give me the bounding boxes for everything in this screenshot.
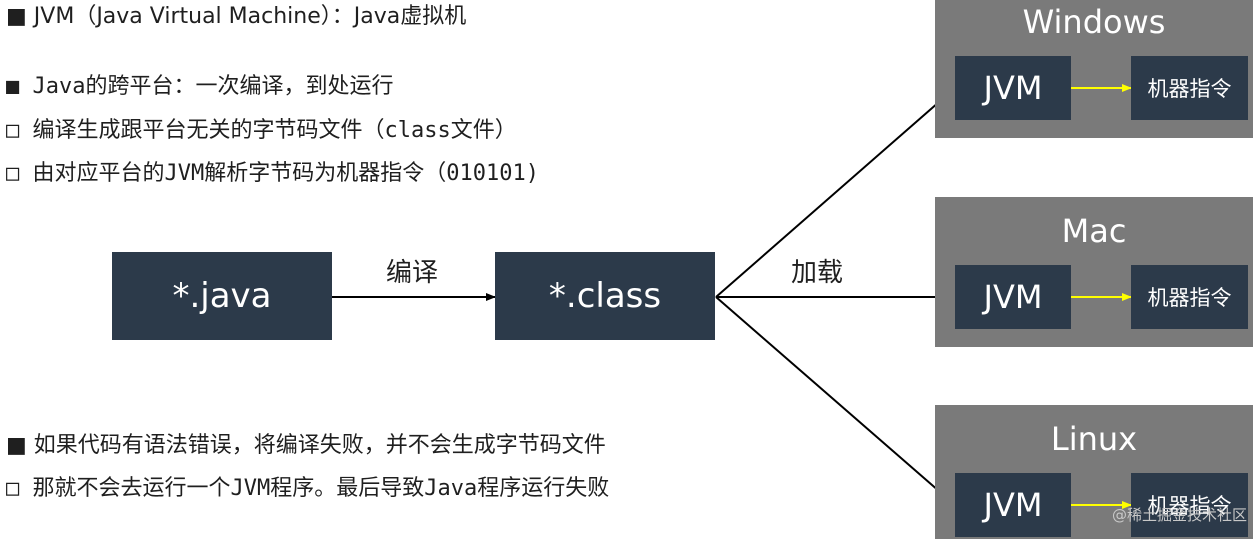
note-class-file: □ 编译生成跟平台无关的字节码文件（class文件） bbox=[6, 117, 517, 145]
square-outline-icon: □ bbox=[6, 118, 20, 143]
platform-linux: Linux JVM 机器指令 bbox=[935, 405, 1253, 539]
square-filled-icon: ■ bbox=[6, 74, 20, 99]
platform-name: Mac bbox=[1061, 212, 1127, 250]
watermark: @稀土掘金技术社区 bbox=[1111, 506, 1247, 524]
note-text: JVM（Java Virtual Machine）：Java虚拟机 bbox=[33, 4, 467, 29]
jvm-to-instruction-arrow bbox=[1071, 293, 1132, 301]
load-arrow-windows bbox=[715, 87, 956, 298]
load-label: 加载 bbox=[791, 258, 844, 288]
class-file-box: *.class bbox=[495, 252, 715, 340]
jvm-box: JVM bbox=[955, 56, 1071, 120]
square-filled-icon: ■ bbox=[6, 433, 27, 458]
note-jvm-definition: ■ JVM（Java Virtual Machine）：Java虚拟机 bbox=[6, 3, 466, 31]
platform-name: Windows bbox=[1022, 3, 1166, 41]
note-syntax-error: ■ 如果代码有语法错误，将编译失败，并不会生成字节码文件 bbox=[6, 432, 606, 460]
note-text: 那就不会去运行一个JVM程序。最后导致Java程序运行失败 bbox=[32, 476, 610, 501]
square-outline-icon: □ bbox=[6, 476, 20, 501]
compile-label: 编译 bbox=[386, 258, 439, 288]
machine-instruction-box: 机器指令 bbox=[1131, 265, 1248, 329]
java-source-box: *.java bbox=[112, 252, 332, 340]
jvm-to-instruction-arrow bbox=[1071, 501, 1132, 509]
machine-instruction-box: 机器指令 bbox=[1131, 473, 1248, 537]
jvm-box: JVM bbox=[955, 473, 1071, 537]
platform-name: Linux bbox=[1050, 420, 1138, 458]
machine-instruction-box: 机器指令 bbox=[1131, 56, 1248, 120]
java-source-label: *.java bbox=[172, 276, 272, 316]
note-text: Java的跨平台：一次编译，到处运行 bbox=[32, 74, 394, 99]
note-cross-platform: ■ Java的跨平台：一次编译，到处运行 bbox=[6, 73, 393, 101]
note-text: 编译生成跟平台无关的字节码文件（class文件） bbox=[32, 118, 517, 143]
note-text: 如果代码有语法错误，将编译失败，并不会生成字节码文件 bbox=[33, 433, 606, 458]
jvm-to-instruction-arrow bbox=[1071, 84, 1132, 92]
jvm-box: JVM bbox=[955, 265, 1071, 329]
square-outline-icon: □ bbox=[6, 161, 20, 186]
class-file-label: *.class bbox=[548, 276, 662, 316]
note-run-failure: □ 那就不会去运行一个JVM程序。最后导致Java程序运行失败 bbox=[6, 475, 609, 503]
square-filled-icon: ■ bbox=[6, 4, 27, 29]
platform-windows: Windows JVM 机器指令 bbox=[935, 0, 1253, 138]
platform-mac: Mac JVM 机器指令 bbox=[935, 197, 1253, 347]
note-text: 由对应平台的JVM解析字节码为机器指令（010101) bbox=[32, 161, 539, 186]
load-arrow-linux bbox=[715, 296, 956, 506]
note-jvm-parse: □ 由对应平台的JVM解析字节码为机器指令（010101) bbox=[6, 160, 539, 188]
